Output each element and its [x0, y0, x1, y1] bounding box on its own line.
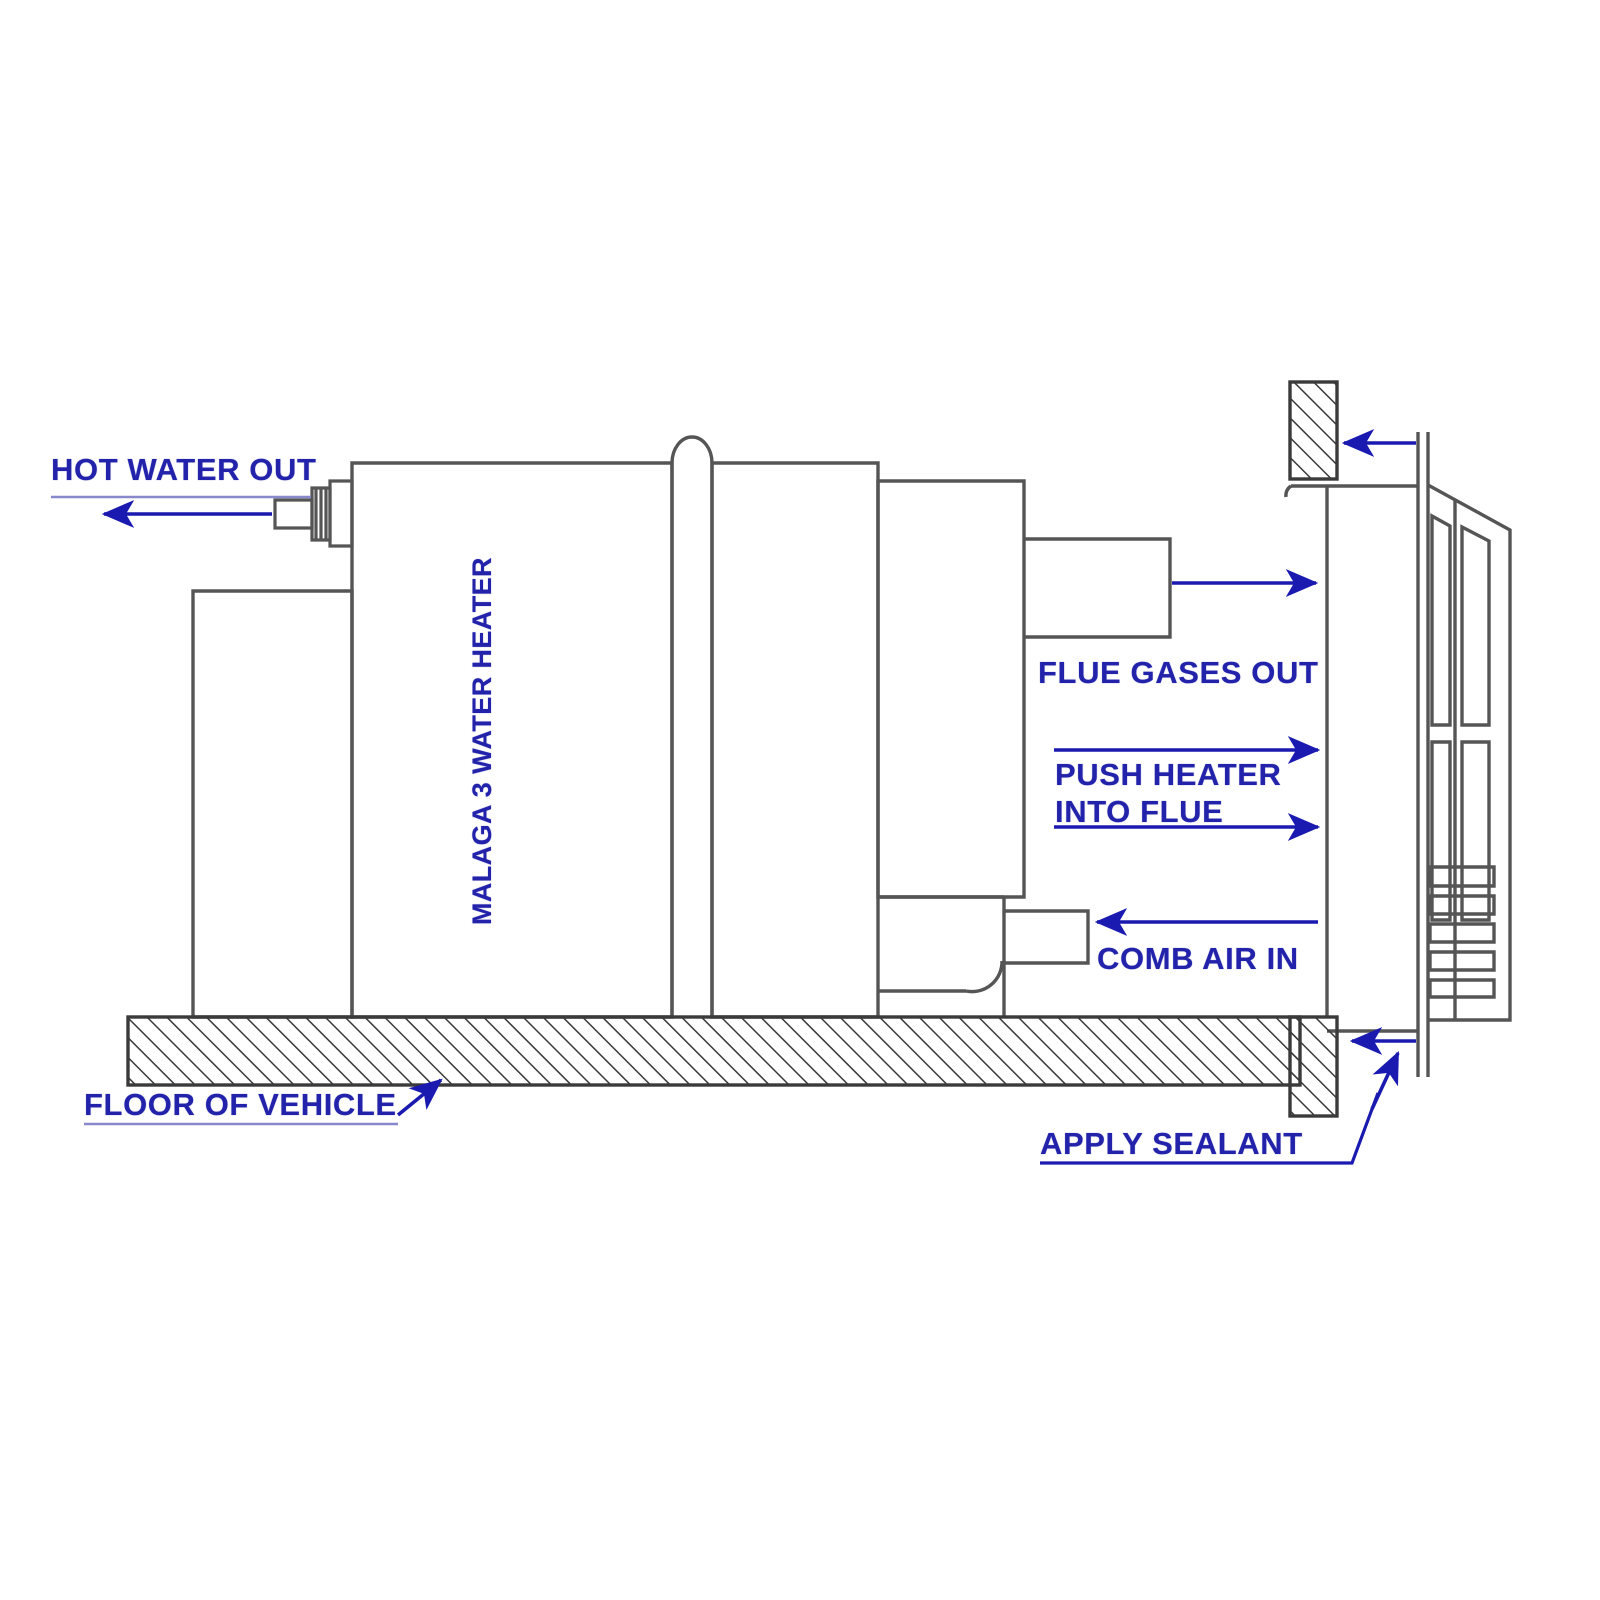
flue-pipe-divider	[670, 435, 714, 1017]
vent-slot-upper-right	[1460, 524, 1491, 727]
vent-slot-lower-right	[1460, 740, 1491, 922]
vent-louvre-2	[1428, 894, 1496, 916]
flue-outlet-duct	[1024, 537, 1172, 639]
label-appliance-name: MALAGA 3 WATER HEATER	[467, 557, 497, 925]
heater-main-body-left	[350, 461, 674, 1019]
arrow-floor-of-vehicle	[396, 1078, 443, 1117]
heater-left-tank	[191, 589, 354, 1019]
sealant-block-top	[1288, 380, 1339, 481]
wall-flue-assembly	[1284, 432, 1430, 1077]
vent-slot-upper-left	[1430, 513, 1452, 727]
label-push-heater-line1: PUSH HEATER	[1055, 757, 1282, 792]
vent-louvre-4	[1428, 950, 1496, 972]
vent-louvre-3	[1428, 922, 1496, 944]
vent-louvre-1	[1428, 865, 1496, 888]
vehicle-floor	[126, 1015, 1302, 1087]
water-outlet-spigot	[273, 479, 354, 548]
heater-rear-housing	[876, 479, 1026, 899]
label-floor-of-vehicle: FLOOR OF VEHICLE	[84, 1087, 397, 1122]
sealant-block-bottom	[1288, 1015, 1339, 1118]
heater-main-body-right	[710, 461, 880, 1019]
leader-apply-sealant	[1040, 1092, 1380, 1165]
vent-louvre-5	[1428, 978, 1496, 999]
label-apply-sealant: APPLY SEALANT	[1040, 1126, 1303, 1161]
comb-air-inlet-duct	[878, 895, 1090, 1017]
label-comb-air-in: COMB AIR IN	[1097, 941, 1299, 976]
external-vent-cowl	[1427, 483, 1512, 1022]
water-heater-body	[191, 461, 1026, 1019]
arrow-apply-sealant	[1370, 1051, 1400, 1110]
label-flue-gases-out: FLUE GASES OUT	[1038, 655, 1319, 690]
label-push-heater-line2: INTO FLUE	[1055, 794, 1224, 829]
label-hot-water-out: HOT WATER OUT	[51, 452, 317, 487]
vent-slot-lower-left	[1430, 740, 1452, 922]
